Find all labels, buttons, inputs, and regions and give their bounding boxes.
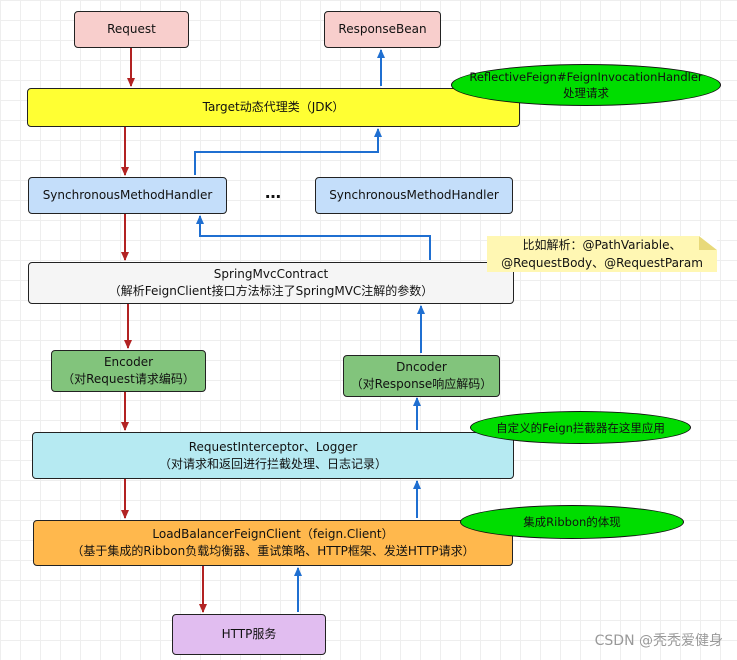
encoder-line2: （对Request请求编码） — [62, 372, 195, 386]
annotation-parse-note: 比如解析：@PathVariable、 @RequestBody、@Reques… — [487, 236, 717, 272]
response-bean-node: ResponseBean — [324, 11, 441, 48]
custom-interceptor-callout: 自定义的Feign拦截器在这里应用 — [470, 411, 691, 444]
invocation-handler-line1: ReflectiveFeign#FeignInvocationHandler — [469, 70, 703, 84]
interceptor-line1: RequestInterceptor、Logger — [188, 439, 358, 454]
watermark: CSDN @秃秃爱健身 — [594, 633, 723, 649]
response-bean-label: ResponseBean — [338, 22, 427, 36]
lb-line1: LoadBalancerFeignClient（feign.Client） — [152, 527, 394, 541]
contract-line1: SpringMvcContract — [213, 267, 329, 281]
decoder-line2: （对Response响应解码） — [350, 377, 493, 391]
ellipsis-dots: … — [265, 183, 283, 202]
handler-right-label: SynchronousMethodHandler — [329, 188, 499, 202]
sync-method-handler-right: SynchronousMethodHandler — [315, 177, 513, 214]
request-interceptor-node: RequestInterceptor、Logger （对请求和返回进行拦截处理、… — [32, 432, 514, 479]
target-proxy-label: Target动态代理类（JDK） — [202, 100, 345, 114]
note-fold-corner — [699, 236, 717, 250]
invocation-handler-line2: 处理请求 — [563, 86, 609, 100]
encoder-node: Encoder （对Request请求编码） — [51, 350, 206, 392]
request-node: Request — [74, 11, 189, 48]
lb-line2: （基于集成的Ribbon负载均衡器、重试策略、HTTP框架、发送HTTP请求） — [71, 544, 475, 558]
load-balancer-feign-client-node: LoadBalancerFeignClient（feign.Client） （基… — [33, 520, 513, 566]
invocation-handler-callout: ReflectiveFeign#FeignInvocationHandler 处… — [451, 64, 721, 106]
spring-mvc-contract-node: SpringMvcContract （解析FeignClient接口方法标注了S… — [28, 262, 514, 304]
ribbon-callout: 集成Ribbon的体现 — [460, 505, 684, 539]
request-label: Request — [107, 22, 156, 36]
contract-line2: （解析FeignClient接口方法标注了SpringMVC注解的参数） — [108, 284, 434, 298]
sync-method-handler-left: SynchronousMethodHandler — [28, 177, 227, 214]
handler-left-label: SynchronousMethodHandler — [42, 188, 213, 202]
http-service-label: HTTP服务 — [221, 627, 277, 641]
arrow-handler-to-target — [194, 128, 382, 175]
ribbon-callout-label: 集成Ribbon的体现 — [523, 515, 621, 529]
custom-interceptor-label: 自定义的Feign拦截器在这里应用 — [496, 420, 665, 435]
decoder-line1: Dncoder — [396, 360, 447, 374]
note-line1: 比如解析：@PathVariable、 — [522, 238, 682, 252]
target-proxy-node: Target动态代理类（JDK） — [27, 88, 520, 127]
note-line2: @RequestBody、@RequestParam — [501, 256, 703, 270]
encoder-line1: Encoder — [103, 355, 154, 369]
http-service-node: HTTP服务 — [172, 614, 326, 655]
decoder-node: Dncoder （对Response响应解码） — [343, 355, 500, 397]
arrow-contract-to-handler — [196, 215, 431, 260]
interceptor-line2: （对请求和返回进行拦截处理、日志记录） — [158, 456, 387, 471]
